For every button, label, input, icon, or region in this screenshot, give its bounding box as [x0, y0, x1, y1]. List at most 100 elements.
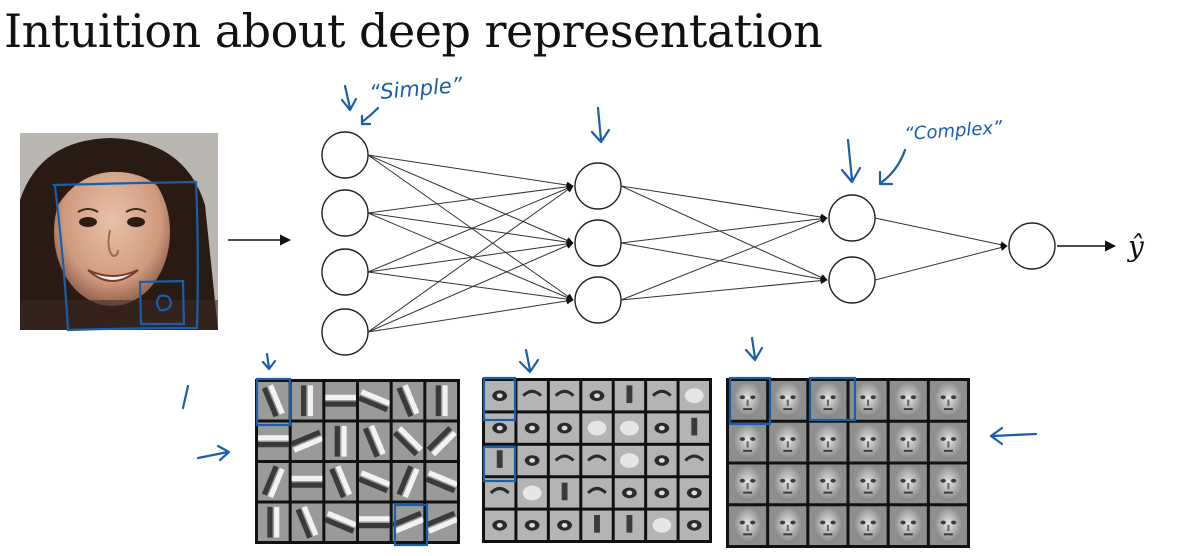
output-label: ŷ	[1126, 230, 1145, 263]
feature-cell	[769, 506, 807, 545]
edge-l1-3-to-3	[367, 271, 574, 303]
edge-l2-1-to-1	[620, 185, 828, 221]
face-annotation-boxes	[51, 180, 199, 332]
feature-cell	[929, 464, 967, 504]
network-edges	[367, 154, 1008, 333]
edge-l2-2-to-1	[620, 215, 828, 244]
feature-cell	[549, 381, 580, 411]
node-layer4-1	[1008, 222, 1056, 270]
feature-cell	[258, 503, 289, 541]
feature-cell	[889, 381, 927, 420]
feature-cell	[614, 510, 645, 540]
feature-cell	[809, 422, 847, 462]
feature-cell	[517, 478, 547, 508]
feature-cell	[426, 503, 458, 541]
feature-cell	[849, 422, 887, 462]
feature-cell	[485, 445, 515, 476]
feature-cell	[582, 413, 612, 443]
feature-cell	[485, 478, 515, 508]
feature-cell	[325, 422, 356, 460]
feature-cell	[679, 510, 709, 540]
grid-background	[726, 378, 970, 548]
edge-l3-2-to-1	[874, 244, 1008, 281]
edge-l2-3-to-2	[620, 277, 828, 301]
feature-cell	[359, 463, 390, 501]
edge-l1-4-to-1	[367, 185, 574, 333]
feature-cell	[426, 463, 458, 501]
curved-arrow-complex-icon	[878, 148, 907, 186]
edge-l1-4-to-3	[367, 297, 574, 333]
feature-cell	[291, 503, 323, 541]
edge-l2-3-to-1	[620, 217, 828, 301]
left-arrow-grid3-icon	[989, 426, 1038, 446]
feature-cell	[517, 381, 547, 411]
feature-cell	[325, 463, 356, 501]
feature-cell	[485, 510, 515, 540]
edge-l1-2-to-1	[367, 183, 574, 214]
feature-cell	[582, 381, 612, 411]
right-arrow-grid1-icon	[196, 444, 231, 462]
feature-grid-faces	[726, 378, 970, 548]
edge-l1-4-to-2	[367, 242, 574, 333]
slide-title: Intuition about deep representation	[4, 4, 823, 58]
feature-grid-edges	[255, 379, 460, 544]
annotation-simple: “Simple”	[368, 73, 464, 105]
feature-cell	[889, 422, 927, 462]
feature-cell	[258, 382, 289, 420]
feature-cell	[392, 463, 424, 501]
feature-cell	[769, 464, 807, 504]
feature-grid-face-parts	[482, 378, 712, 543]
node-layer3-2	[828, 256, 876, 304]
feature-cell	[325, 382, 357, 420]
feature-cell	[809, 506, 847, 545]
edge-l1-3-to-1	[367, 185, 574, 273]
feature-cell	[729, 381, 767, 420]
feature-cell	[291, 382, 323, 420]
feature-cell	[359, 382, 390, 420]
node-layer1-3	[321, 248, 369, 296]
feature-cell	[258, 463, 289, 501]
feature-cell	[517, 445, 547, 476]
feature-cell	[582, 478, 612, 508]
edge-l1-2-to-3	[367, 212, 574, 301]
feature-cell	[809, 464, 847, 504]
down-arrow-grid2-icon	[518, 348, 540, 374]
edge-l1-3-to-2	[367, 240, 574, 273]
feature-cell	[849, 464, 887, 504]
feature-cell	[549, 445, 580, 476]
feature-cell	[929, 422, 967, 462]
feature-cell	[517, 510, 547, 540]
feature-cell	[929, 506, 967, 545]
feature-cell	[889, 464, 927, 504]
edge-l2-1-to-2	[620, 185, 828, 281]
node-layer2-1	[574, 162, 622, 210]
feature-cell	[729, 422, 767, 462]
input-face-image	[20, 133, 218, 330]
feature-cell	[359, 503, 390, 541]
feature-cell	[614, 478, 645, 508]
feature-cell	[769, 422, 807, 462]
feature-cell	[582, 445, 612, 476]
edge-l3-1-to-1	[874, 217, 1008, 249]
curved-arrow-simple-icon	[360, 106, 380, 126]
edge-l1-2-to-2	[367, 212, 574, 246]
feature-cell	[426, 382, 457, 420]
feature-cell	[517, 413, 547, 443]
down-arrow-grid1-icon	[261, 352, 277, 371]
feature-cell	[359, 422, 390, 460]
feature-cell	[258, 422, 289, 460]
feature-cell	[889, 506, 927, 545]
feature-cell	[729, 464, 767, 504]
feature-cell	[485, 413, 515, 443]
feature-cell	[582, 510, 612, 540]
down-arrow-layer2-icon	[590, 106, 611, 144]
feature-cell	[647, 478, 677, 508]
feature-cell	[485, 381, 515, 411]
feature-cell	[291, 422, 323, 460]
feature-cell	[325, 503, 357, 541]
feature-cell	[392, 382, 424, 420]
tally-mark-icon	[181, 384, 190, 410]
feature-cell	[679, 381, 709, 411]
feature-cell	[647, 445, 677, 476]
feature-cell	[392, 503, 424, 541]
